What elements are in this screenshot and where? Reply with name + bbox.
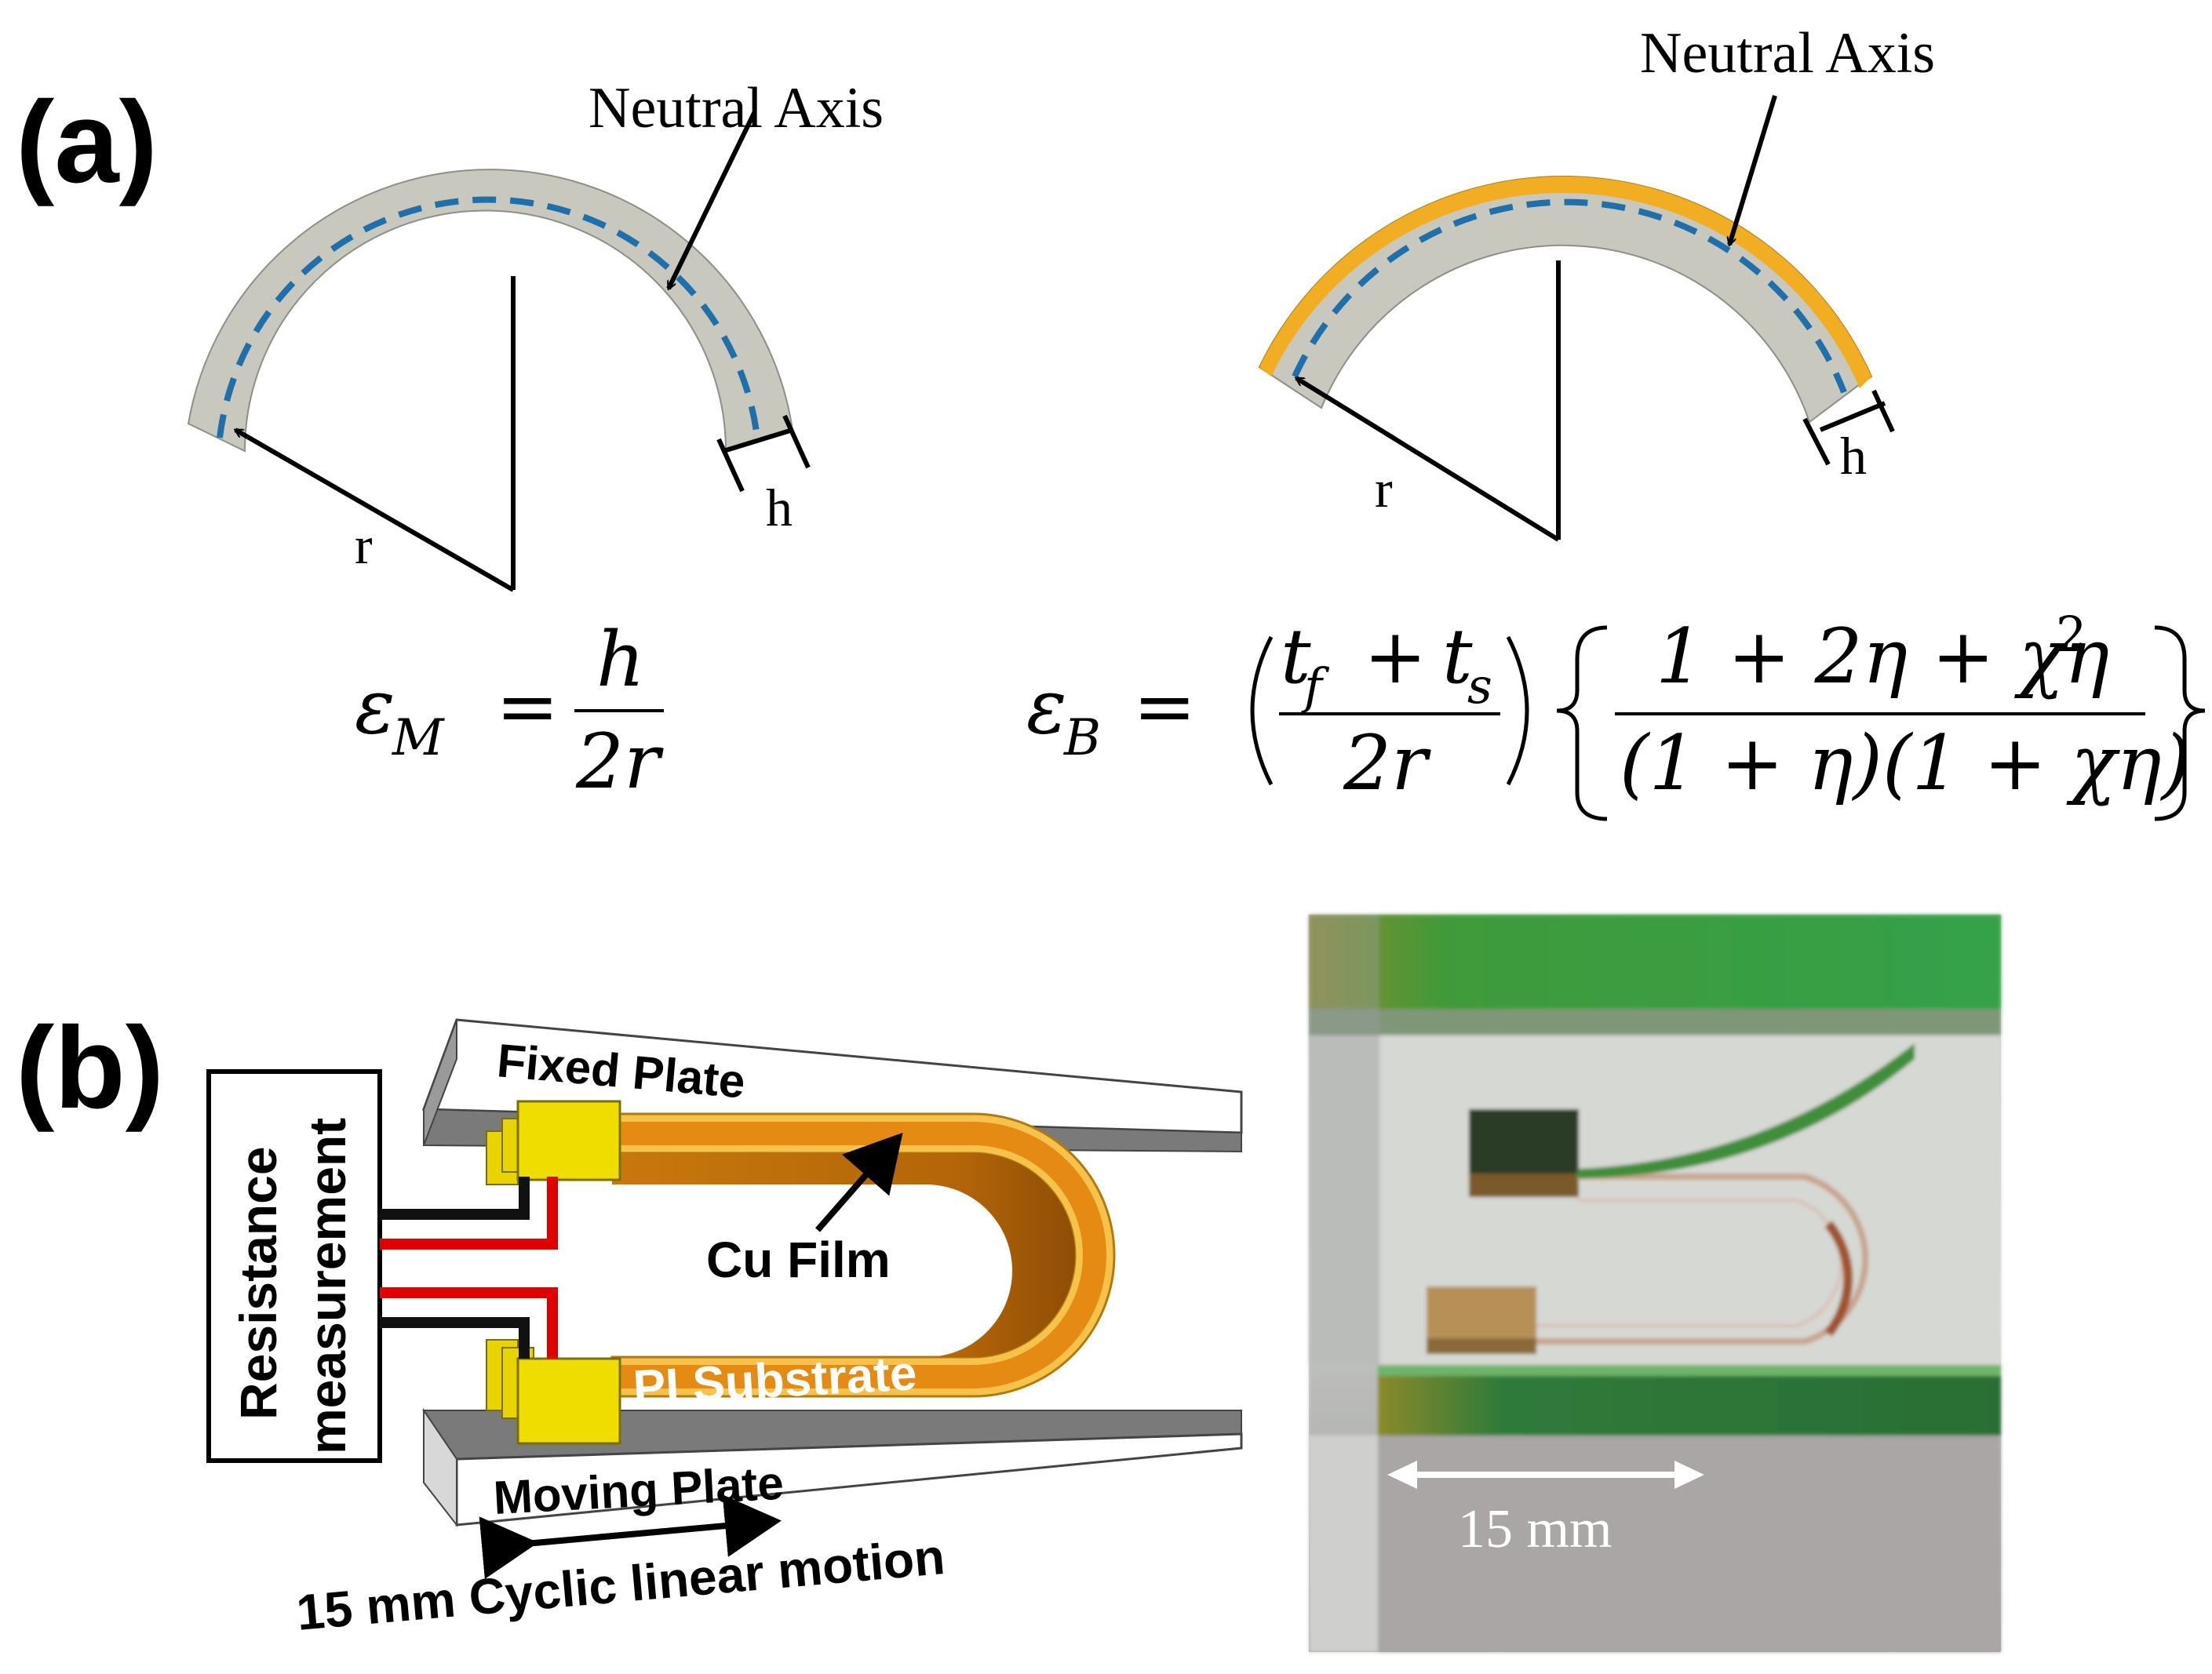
- bilayer-term1-denominator: 2r: [1343, 719, 1431, 807]
- bilayer-neutral-axis-pointer: [1729, 95, 1777, 245]
- wire-black-bottom: [380, 1317, 530, 1359]
- bilayer-equals-sign: =: [1133, 663, 1196, 751]
- measurement-wires: [380, 1177, 558, 1359]
- bilayer-thickness-label: h: [1840, 426, 1867, 486]
- wire-red-bottom: [380, 1287, 558, 1359]
- monolayer-numerator: h: [596, 616, 645, 704]
- monolayer-strain-equation: ε M = h 2r: [355, 616, 664, 806]
- bilayer-left-paren-open: [1250, 635, 1274, 786]
- monolayer-denominator: 2r: [575, 718, 664, 806]
- cu-film-label: Cu Film: [706, 1232, 891, 1288]
- resistance-measurement-box: [206, 1069, 382, 1463]
- bilayer-term1-ts-sub: s: [1467, 657, 1492, 715]
- bilayer-term1-tf: t: [1281, 613, 1311, 701]
- resistance-label: Resistance: [229, 1146, 287, 1420]
- bilayer-strain-equation: ε B = t f + t s 2r 1 + 2η + χη 2 (1 + η)…: [1026, 606, 2206, 821]
- bilayer-radius-arrow: [1296, 376, 1560, 542]
- monolayer-neutral-axis-pointer: [666, 110, 757, 289]
- bilayer-neutral-axis-line: [1292, 198, 1847, 394]
- bilayer-strain-symbol: ε: [1026, 663, 1067, 751]
- wire-black-top: [380, 1177, 530, 1220]
- panel-a-label: (a): [16, 78, 158, 207]
- bilayer-film-band: [1259, 176, 1871, 388]
- bottom-clamp: [486, 1339, 621, 1445]
- bilayer-neutral-axis-label: Neutral Axis: [1640, 21, 1935, 86]
- top-clamp: [486, 1100, 621, 1185]
- bilayer-right-brace: [2154, 625, 2206, 821]
- bilayer-term2-numerator-sup: 2: [2056, 606, 2086, 663]
- monolayer-radius-arrow: [235, 428, 515, 592]
- monolayer-bending-diagram: Neutral Axis r h: [187, 76, 884, 592]
- panel-b-label: (b): [16, 1003, 164, 1133]
- motion-arrow: [479, 1494, 782, 1579]
- bilayer-bending-diagram: Neutral Axis r h: [1258, 21, 1935, 542]
- cu-film-pointer-arrow: [814, 1132, 903, 1232]
- bending-test-schematic: Resistance measurement Fixed Plate Movin…: [206, 1018, 1243, 1641]
- photo-scale-arrowhead-right: [1674, 1461, 1704, 1489]
- monolayer-strain-subscript: M: [392, 709, 445, 767]
- cu-film-inner-face: [612, 1153, 1075, 1357]
- bilayer-substrate-arc: [1270, 187, 1861, 424]
- motion-label: 15 mm Cyclic linear motion: [294, 1528, 947, 1641]
- monolayer-thickness-label: h: [766, 478, 793, 537]
- bilayer-term1-tf-sub: f: [1301, 657, 1330, 715]
- bilayer-thickness-bracket: [1802, 389, 1895, 466]
- bilayer-left-brace: [1556, 625, 1608, 821]
- bilayer-term1-ts: t: [1442, 613, 1473, 701]
- bilayer-term2-denominator: (1 + η)(1 + χη): [1620, 719, 2191, 807]
- bilayer-radius-label: r: [1375, 459, 1393, 519]
- fixed-plate-front-face: [423, 1019, 457, 1146]
- monolayer-substrate-arc: [187, 169, 794, 453]
- moving-plate-left-face: [423, 1407, 457, 1527]
- monolayer-neutral-axis-line: [217, 196, 760, 439]
- photo-scale-arrowhead-left: [1387, 1461, 1417, 1489]
- monolayer-radius-label: r: [355, 515, 373, 575]
- monolayer-thickness-bracket: [716, 414, 811, 493]
- bilayer-left-paren-close: [1506, 635, 1529, 786]
- photo-scale-label: 15 mm: [1458, 1499, 1612, 1559]
- monolayer-neutral-axis-label: Neutral Axis: [589, 76, 884, 140]
- monolayer-equals-sign: =: [496, 663, 559, 751]
- measurement-label: measurement: [298, 1118, 356, 1454]
- monolayer-strain-symbol: ε: [355, 663, 395, 751]
- bilayer-strain-subscript: B: [1063, 709, 1101, 767]
- bilayer-term1-plus: +: [1364, 613, 1427, 701]
- bending-test-photo: 15 mm: [1309, 915, 2001, 1652]
- bilayer-term2-numerator: 1 + 2η + χη: [1656, 613, 2109, 701]
- wire-red-top: [380, 1177, 558, 1250]
